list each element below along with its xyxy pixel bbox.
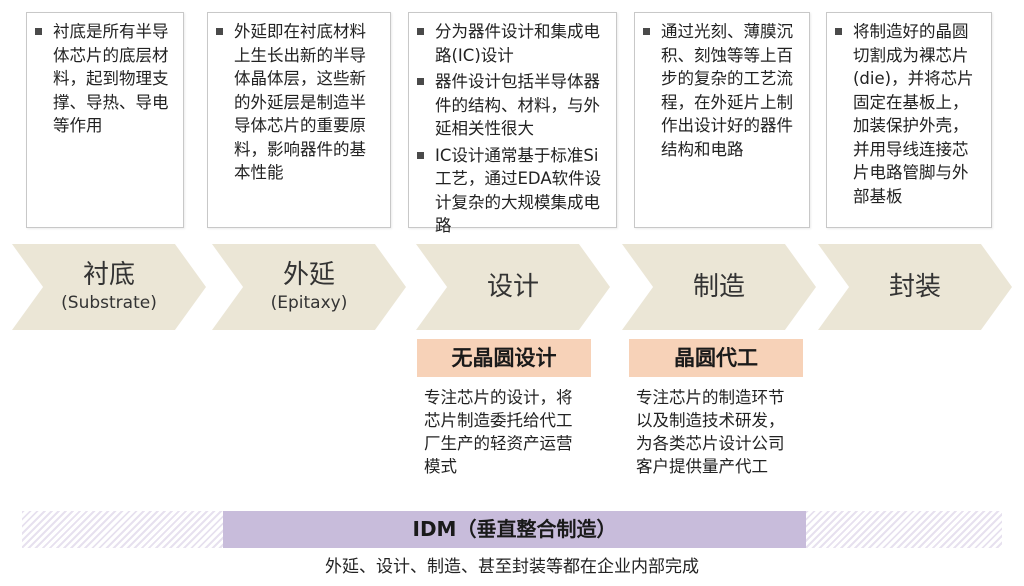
- stage-chevron-design: 设计: [416, 244, 610, 330]
- substrate-bullet-text: 衬底是所有半导体芯片的底层材料，起到物理支撑、导热、导电等作用: [53, 22, 169, 135]
- square-bullet-icon: [417, 28, 424, 35]
- design-description-box: 分为器件设计和集成电路(IC)设计 器件设计包括半导体器件的结构、材料，与外延相…: [408, 12, 617, 235]
- stage-subtitle: (Epitaxy): [270, 293, 348, 313]
- stage-subtitle: (Substrate): [61, 293, 157, 313]
- fabless-model-label: 无晶圆设计: [417, 339, 591, 377]
- design-bullet-2: 器件设计包括半导体器件的结构、材料，与外延相关性很大: [417, 70, 608, 141]
- packaging-bullet-text: 将制造好的晶圆切割成为裸芯片(die)，并将芯片固定在基板上，加装保护外壳，并用…: [853, 22, 974, 206]
- stage-chevron-substrate: 衬底 (Substrate): [12, 244, 206, 330]
- epitaxy-description-box: 外延即在衬底材料上生长出新的半导体晶体层，这些新的外延层是制造半导体芯片的重要原…: [207, 12, 391, 228]
- idm-hatch-left: [22, 511, 223, 548]
- design-bullet-1: 分为器件设计和集成电路(IC)设计: [417, 20, 608, 67]
- packaging-description-box: 将制造好的晶圆切割成为裸芯片(die)，并将芯片固定在基板上，加装保护外壳，并用…: [826, 12, 992, 228]
- design-bullet-text: IC设计通常基于标准Si工艺，通过EDA软件设计复杂的大规模集成电路: [435, 145, 602, 236]
- foundry-model-description: 专注芯片的制造环节以及制造技术研发，为各类芯片设计公司客户提供量产代工: [636, 388, 785, 476]
- design-bullet-text: 分为器件设计和集成电路(IC)设计: [435, 22, 600, 65]
- stage-chevron-epitaxy: 外延 (Epitaxy): [212, 244, 406, 330]
- manufacturing-bullet-text: 通过光刻、薄膜沉积、刻蚀等等上百步的复杂的工艺流程，在外延片上制作出设计好的器件…: [661, 22, 793, 159]
- idm-hatch-right: [806, 511, 1002, 548]
- stage-name: 设计: [486, 272, 539, 302]
- stage-name: 衬底: [82, 260, 135, 290]
- stage-name: 外延: [282, 260, 335, 290]
- design-bullet-text: 器件设计包括半导体器件的结构、材料，与外延相关性很大: [435, 72, 600, 138]
- foundry-model-label: 晶圆代工: [629, 339, 803, 377]
- idm-model-description: 外延、设计、制造、甚至封装等都在企业内部完成: [325, 557, 699, 577]
- epitaxy-bullet-text: 外延即在衬底材料上生长出新的半导体晶体层，这些新的外延层是制造半导体芯片的重要原…: [234, 22, 366, 182]
- packaging-bullet-1: 将制造好的晶圆切割成为裸芯片(die)，并将芯片固定在基板上，加装保护外壳，并用…: [835, 20, 983, 208]
- stage-name: 封装: [888, 272, 941, 302]
- epitaxy-bullet-1: 外延即在衬底材料上生长出新的半导体晶体层，这些新的外延层是制造半导体芯片的重要原…: [216, 20, 382, 185]
- manufacturing-description-box: 通过光刻、薄膜沉积、刻蚀等等上百步的复杂的工艺流程，在外延片上制作出设计好的器件…: [634, 12, 810, 228]
- idm-model-label: IDM（垂直整合制造）: [223, 511, 806, 548]
- square-bullet-icon: [417, 151, 424, 159]
- stage-chevron-manufacturing: 制造: [622, 244, 816, 330]
- substrate-bullet-1: 衬底是所有半导体芯片的底层材料，起到物理支撑、导热、导电等作用: [35, 20, 175, 138]
- stage-chevron-packaging: 封装: [818, 244, 1012, 330]
- substrate-description-box: 衬底是所有半导体芯片的底层材料，起到物理支撑、导热、导电等作用: [26, 12, 184, 228]
- stage-name: 制造: [692, 272, 745, 302]
- square-bullet-icon: [35, 28, 42, 35]
- square-bullet-icon: [417, 78, 424, 85]
- manufacturing-bullet-1: 通过光刻、薄膜沉积、刻蚀等等上百步的复杂的工艺流程，在外延片上制作出设计好的器件…: [643, 20, 801, 161]
- fabless-model-description: 专注芯片的设计，将芯片制造委托给代工厂生产的轻资产运营模式: [424, 388, 573, 476]
- square-bullet-icon: [643, 28, 650, 35]
- square-bullet-icon: [216, 28, 223, 35]
- design-bullet-3: IC设计通常基于标准Si工艺，通过EDA软件设计复杂的大规模集成电路: [417, 144, 608, 238]
- square-bullet-icon: [835, 28, 842, 35]
